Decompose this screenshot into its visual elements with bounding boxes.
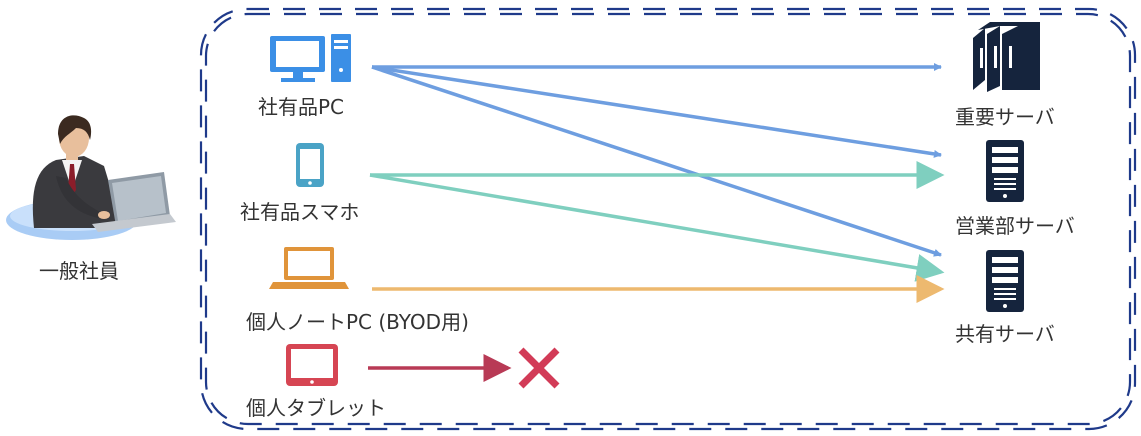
server-rack-icon xyxy=(973,22,1040,92)
server-tower-icon xyxy=(986,250,1024,312)
arrow-phone-to-shared xyxy=(369,173,945,282)
network-boundary xyxy=(199,7,1137,431)
arrow-pc-to-sales xyxy=(371,65,942,158)
employee-label: 一般社員 xyxy=(39,259,119,283)
employee-icon xyxy=(6,115,176,240)
desktop-pc-icon xyxy=(270,34,351,82)
server-label-important: 重要サーバ xyxy=(955,105,1055,129)
server-label-shared: 共有サーバ xyxy=(955,322,1055,346)
device-label-phone: 社有品スマホ xyxy=(240,200,360,224)
laptop-icon xyxy=(269,247,349,289)
device-label-laptop: 個人ノートPC (BYOD用) xyxy=(246,310,469,334)
smartphone-icon xyxy=(296,143,324,187)
connection-arrows xyxy=(368,63,945,382)
denied-x-icon xyxy=(518,347,560,389)
device-label-pc: 社有品PC xyxy=(258,95,345,119)
device-label-tablet: 個人タブレット xyxy=(246,396,386,420)
tablet-icon xyxy=(286,344,338,386)
arrow-pc-to-shared xyxy=(371,65,942,257)
server-label-sales: 営業部サーバ xyxy=(955,214,1075,238)
server-tower-icon xyxy=(986,140,1024,202)
